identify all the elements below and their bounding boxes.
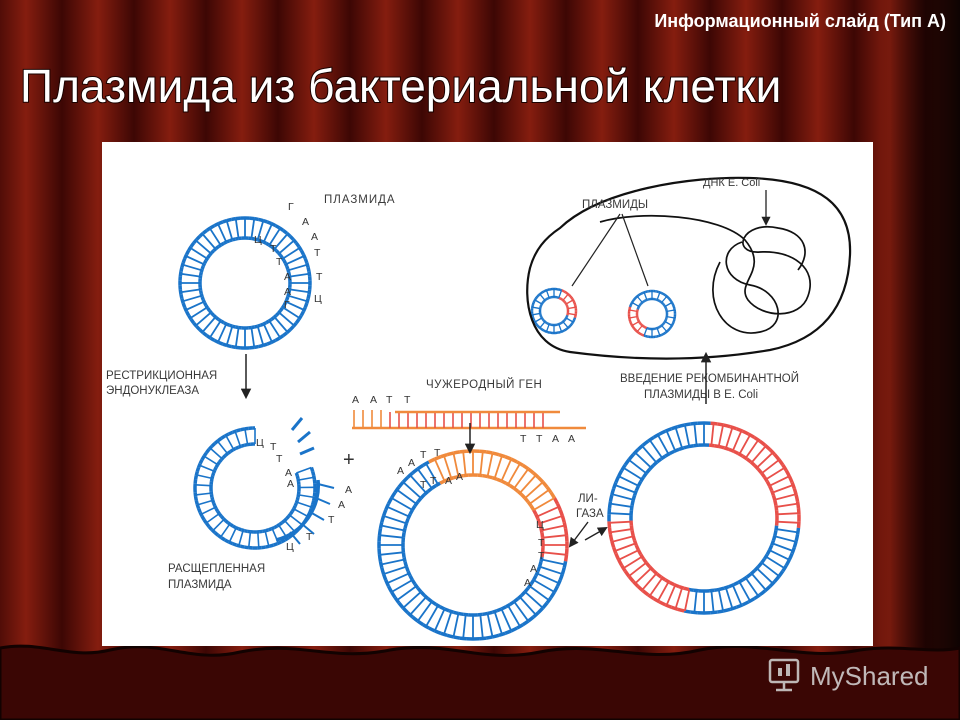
plasmid-label: ПЛАЗМИДА bbox=[324, 194, 396, 206]
base-letter: Т bbox=[520, 433, 527, 445]
base-letter: Т bbox=[538, 537, 545, 549]
slide-title: Плазмида из бактериальной клетки bbox=[20, 60, 781, 112]
base-letter: Т bbox=[538, 550, 545, 562]
recombinant-plasmid-ring bbox=[377, 449, 569, 641]
dna-ecoli-label: ДНК E. Coli bbox=[703, 177, 760, 189]
base-letter: Т bbox=[386, 394, 393, 406]
cell-plasmid-right bbox=[627, 289, 677, 339]
ligase-to-product-arrow bbox=[584, 527, 608, 541]
base-letter: А bbox=[284, 286, 291, 298]
plasmids-pointer-right bbox=[621, 213, 649, 287]
myshared-watermark: MyShared bbox=[768, 658, 929, 692]
split-plasmid-label-1: РАСЩЕПЛЕННАЯ bbox=[168, 563, 265, 575]
base-letter: Ц bbox=[256, 437, 264, 449]
intro-label-1: ВВЕДЕНИЕ РЕКОМБИНАНТНОЙ bbox=[620, 372, 799, 385]
base-letter: Т bbox=[270, 441, 277, 453]
cell-plasmid-left bbox=[530, 287, 578, 335]
base-letter: А bbox=[338, 499, 345, 511]
base-letter: А bbox=[530, 563, 537, 575]
final-plasmid-ring bbox=[607, 421, 801, 615]
base-letter: Т bbox=[420, 449, 427, 461]
base-letter: Т bbox=[270, 243, 277, 255]
plasmid-diagram: ПЛАЗМИДА РЕСТРИКЦИОННАЯ ЭНДОНУКЛЕАЗА + Р… bbox=[106, 176, 852, 641]
ligase-label-2: ГАЗА bbox=[576, 508, 604, 520]
base-letter: Ц bbox=[286, 541, 294, 553]
base-letter: А bbox=[287, 478, 294, 490]
base-letter: А bbox=[302, 216, 309, 228]
base-letter: Т bbox=[314, 247, 321, 259]
restriction-label-1: РЕСТРИКЦИОННАЯ bbox=[106, 370, 217, 382]
base-letter: Т bbox=[404, 394, 411, 406]
base-letter: Т bbox=[536, 433, 543, 445]
diagram-panel bbox=[102, 142, 873, 646]
base-letter: А bbox=[552, 433, 559, 445]
presentation-board-icon bbox=[768, 658, 800, 692]
base-letter: А bbox=[408, 457, 415, 469]
watermark-text: MyShared bbox=[810, 661, 929, 691]
foreign-gene-strand bbox=[352, 410, 586, 430]
split-plasmid-sticky-ends bbox=[275, 417, 335, 545]
original-plasmid-ring bbox=[178, 216, 312, 350]
base-letter: Ц bbox=[314, 293, 322, 305]
ligase-arrow bbox=[568, 521, 589, 548]
base-letter: Т bbox=[276, 453, 283, 465]
base-letter: А bbox=[456, 471, 463, 483]
ecoli-dna-loop bbox=[599, 214, 811, 334]
base-letter: А bbox=[397, 465, 404, 477]
plasmids-label: ПЛАЗМИДЫ bbox=[582, 199, 648, 211]
base-letter: А bbox=[370, 394, 377, 406]
base-letter: Т bbox=[316, 271, 323, 283]
base-letter: Г bbox=[284, 299, 290, 311]
base-letter: Ц bbox=[254, 234, 262, 246]
base-letter: А bbox=[568, 433, 575, 445]
base-letter: А bbox=[524, 577, 531, 589]
foreign-gene-label: ЧУЖЕРОДНЫЙ ГЕН bbox=[426, 378, 542, 391]
plus-sign: + bbox=[343, 449, 355, 471]
split-plasmid-label-2: ПЛАЗМИДА bbox=[168, 579, 232, 591]
base-letter: Т bbox=[434, 447, 441, 459]
ligase-label-1: ЛИ- bbox=[578, 493, 598, 505]
base-letter: Т bbox=[430, 475, 437, 487]
base-letter: Т bbox=[306, 531, 313, 543]
base-letter: Ц bbox=[536, 519, 544, 531]
base-letter: Т bbox=[328, 514, 335, 526]
restriction-label-2: ЭНДОНУКЛЕАЗА bbox=[106, 385, 199, 397]
curtain-fold bbox=[0, 0, 62, 720]
base-letter: А bbox=[311, 231, 318, 243]
split-plasmid-inner-arc bbox=[193, 426, 317, 550]
base-letter: А bbox=[284, 271, 291, 283]
base-letter: А bbox=[352, 394, 359, 406]
base-letter: А bbox=[285, 467, 292, 479]
base-letter: Т bbox=[420, 479, 427, 491]
slide-type-tag: Информационный слайд (Тип А) bbox=[654, 11, 946, 31]
ecoli-cell-outline bbox=[526, 176, 852, 360]
intro-label-2: ПЛАЗМИДЫ В E. Coli bbox=[644, 389, 758, 401]
base-letter: Г bbox=[288, 201, 294, 213]
plasmids-pointer-left bbox=[571, 213, 621, 287]
base-letter: А bbox=[445, 475, 452, 487]
base-letter: Т bbox=[276, 256, 283, 268]
base-letter: А bbox=[345, 484, 352, 496]
